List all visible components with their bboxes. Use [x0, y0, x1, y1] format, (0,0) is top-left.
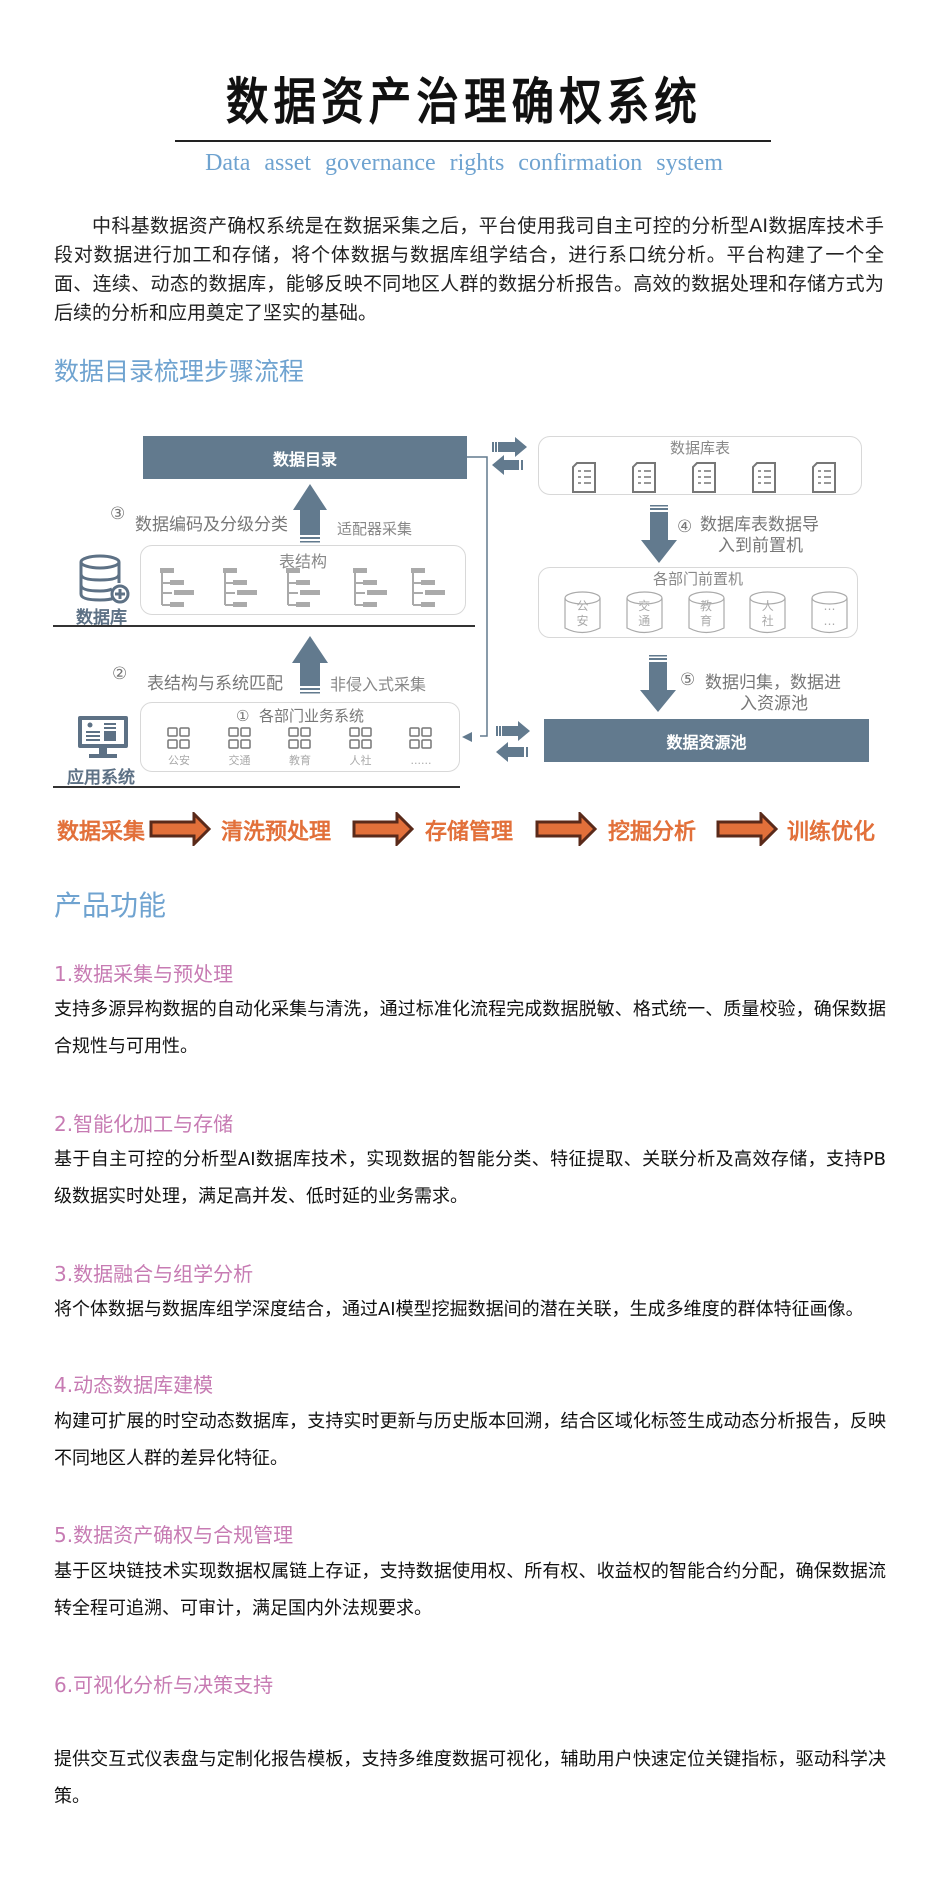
right-arrow-icon [716, 812, 779, 846]
cylinder-icon: …… [811, 591, 848, 635]
page-title: 数据资产治理确权系统 [225, 72, 702, 131]
step4-label-line2: 入到前置机 [718, 536, 803, 556]
step2-side-label: 非侵入式采集 [330, 675, 427, 694]
pipeline-step: 挖掘分析 [608, 820, 697, 845]
grid-icon [288, 727, 311, 749]
department-item: 交通 [216, 727, 264, 766]
document-icon [752, 462, 776, 493]
step3-number: ③ [110, 504, 126, 524]
product-description: 提供交互式仪表盘与定制化报告模板，支持多维度数据可视化，辅助用户快速定位关键指标… [54, 1749, 886, 1807]
cylinder-icon: 交通 [626, 591, 663, 635]
tree-icon [411, 568, 445, 607]
table-structure-box: 表结构 [140, 545, 466, 615]
product-heading: 4.动态数据库建模 [54, 1373, 214, 1397]
database-add-icon [79, 554, 130, 604]
page-subtitle: Data asset governance rights confirmatio… [205, 150, 723, 176]
product-heading: 6.可视化分析与决策支持 [54, 1673, 274, 1697]
product-heading: 3.数据融合与组学分析 [54, 1262, 254, 1286]
cylinder-icon: 公安 [564, 591, 601, 635]
pipeline-step: 清洗预处理 [221, 820, 332, 845]
down-arrow-icon [640, 655, 676, 712]
product-description: 将个体数据与数据库组学深度结合，通过AI模型挖掘数据间的潜在关联，生成多维度的群… [54, 1299, 864, 1320]
department-item: 公安 [155, 727, 203, 766]
divider-line [53, 786, 460, 788]
document-icon [632, 462, 656, 493]
document-icons [572, 462, 836, 493]
right-arrow-icon [149, 812, 212, 846]
tree-icon [223, 568, 257, 607]
step4-number: ④ [677, 517, 693, 537]
cylinder-icon: 教育 [687, 591, 725, 635]
product-heading: 1.数据采集与预处理 [54, 962, 234, 986]
up-arrow-icon [293, 484, 327, 543]
step5-label-line1: 数据归集，数据进 [705, 673, 841, 693]
pipeline-step: 训练优化 [787, 820, 876, 845]
pipeline-step: 存储管理 [425, 820, 514, 845]
data-catalog-box: 数据目录 [143, 436, 467, 479]
product-description: 构建可扩展的时空动态数据库，支持实时更新与历史版本回溯，结合区域化标签生成动态分… [54, 1411, 886, 1469]
department-item: ...... [397, 727, 445, 766]
pipeline-step: 数据采集 [57, 820, 146, 845]
step5-number: ⑤ [680, 670, 696, 690]
diagram-connectors [292, 437, 677, 762]
step2-number: ② [112, 664, 128, 684]
cylinder-list: 公安 交通 教育 人社 …… [564, 591, 848, 635]
department-item: 人社 [337, 727, 385, 766]
product-description: 基于区块链技术实现数据权属链上存证，支持数据使用权、所有权、收益权的智能合约分配… [54, 1561, 886, 1619]
right-arrow-icon [352, 812, 415, 846]
database-tables-label: 数据库表 [669, 439, 730, 457]
frontend-machines-label: 各部门前置机 [652, 570, 743, 588]
department-item: 教育 [276, 727, 324, 766]
step3-side-label: 适配器采集 [337, 520, 413, 538]
product-description: 基于自主可控的分析型AI数据库技术，实现数据的智能分类、特征提取、关联分析及高效… [54, 1149, 886, 1207]
products-section-title: 产品功能 [54, 889, 167, 922]
table-structure-label: 表结构 [278, 552, 327, 571]
divider-line [53, 625, 475, 627]
step1-number: ① [235, 707, 250, 725]
product-heading: 5.数据资产确权与合规管理 [54, 1523, 294, 1547]
business-systems-box: ① 各部门业务系统 [140, 702, 460, 772]
grid-icon [167, 727, 190, 749]
intro-paragraph: 中科基数据资产确权系统是在数据采集之后，平台使用我司自主可控的分析型AI数据库技… [54, 215, 884, 324]
up-arrow-icon [292, 636, 328, 694]
app-systems-label: 应用系统 [67, 768, 135, 788]
document-icon [812, 462, 836, 493]
right-arrow-icon [535, 812, 598, 846]
data-resource-pool-box: 数据资源池 [544, 719, 869, 762]
cylinder-icon: 人社 [749, 591, 786, 635]
exchange-arrows-icon [492, 437, 530, 762]
flow-section-title: 数据目录梳理步骤流程 [54, 357, 305, 386]
product-heading: 2.智能化加工与存储 [54, 1112, 234, 1136]
database-label: 数据库 [76, 608, 127, 628]
title-divider [175, 140, 771, 142]
monitor-icon [78, 716, 128, 758]
grid-icon [227, 727, 251, 749]
step4-label-line1: 数据库表数据导 [700, 515, 819, 535]
tree-icon [160, 568, 194, 607]
database-tables-box: 数据库表 [538, 436, 862, 495]
document-icon [572, 462, 596, 493]
step2-label: 表结构与系统匹配 [147, 674, 283, 694]
document-icon [692, 462, 716, 493]
grid-icon [409, 727, 432, 749]
tree-icon [286, 568, 320, 607]
grid-icon [348, 727, 372, 749]
frontend-machines-box: 各部门前置机 [538, 567, 858, 638]
product-description: 支持多源异构数据的自动化采集与清洗，通过标准化流程完成数据脱敏、格式统一、质量校… [54, 999, 886, 1057]
business-systems-label: 各部门业务系统 [258, 707, 364, 725]
tree-icon [353, 568, 387, 607]
tree-icons [160, 568, 445, 607]
step5-label-line2: 入资源池 [740, 694, 808, 714]
department-list: 公安 交通 教育 人社 ...... [155, 727, 445, 766]
down-arrow-icon [641, 505, 677, 563]
pipeline-arrows [149, 812, 779, 846]
step3-label: 数据编码及分级分类 [135, 515, 288, 535]
